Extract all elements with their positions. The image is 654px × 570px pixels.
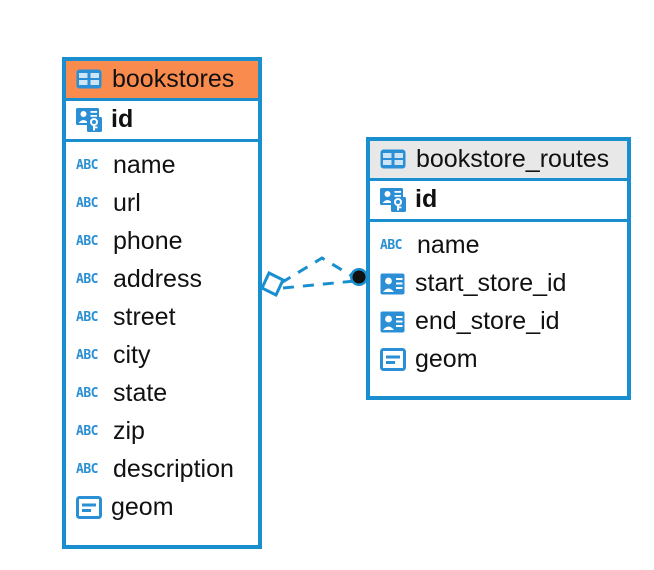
field-label: phone [113, 227, 183, 256]
field-list: ABC name ABC url ABC phone ABC [66, 141, 258, 534]
field-row-geom[interactable]: geom [66, 489, 258, 527]
entity-table-bookstores[interactable]: bookstores id [62, 57, 262, 549]
abc-icon: ABC [76, 157, 104, 175]
abc-icon: ABC [76, 309, 104, 327]
table-icon [76, 69, 102, 89]
field-label: end_store_id [415, 307, 560, 336]
entity-title: bookstores [112, 65, 235, 93]
field-label: zip [113, 417, 145, 446]
field-row-street[interactable]: ABC street [66, 299, 258, 337]
field-list: ABC name start_store_id [370, 221, 627, 386]
field-row-zip[interactable]: ABC zip [66, 413, 258, 451]
foreign-key-icon [380, 311, 406, 333]
field-row-url[interactable]: ABC url [66, 185, 258, 223]
relationship-line-lower [282, 279, 356, 290]
entity-header[interactable]: bookstores [66, 61, 258, 102]
abc-icon: ABC [76, 347, 104, 365]
abc-icon-text: ABC [76, 271, 98, 287]
field-row-end-store-id[interactable]: end_store_id [370, 303, 627, 341]
field-label: street [113, 303, 176, 332]
field-label: name [113, 151, 176, 180]
abc-icon-text: ABC [76, 195, 98, 211]
primary-key-label: id [111, 105, 134, 134]
field-row-city[interactable]: ABC city [66, 337, 258, 375]
abc-icon-text: ABC [380, 237, 402, 253]
field-label: city [113, 341, 151, 370]
abc-icon-text: ABC [76, 385, 98, 401]
field-label: name [417, 231, 480, 260]
entity-title: bookstore_routes [416, 145, 610, 173]
abc-icon-text: ABC [76, 461, 98, 477]
diamond-marker [260, 270, 285, 298]
abc-icon: ABC [76, 233, 104, 251]
primary-key-label: id [415, 185, 438, 214]
field-label: state [113, 379, 168, 408]
abc-icon-text: ABC [76, 157, 98, 173]
abc-icon: ABC [76, 385, 104, 403]
field-row-phone[interactable]: ABC phone [66, 223, 258, 261]
field-label: url [113, 189, 141, 218]
primary-key-row[interactable]: id [66, 101, 258, 142]
abc-icon-text: ABC [76, 423, 98, 439]
abc-icon: ABC [76, 271, 104, 289]
field-label: address [113, 265, 202, 294]
foreign-key-icon [380, 273, 406, 295]
entity-table-bookstore-routes[interactable]: bookstore_routes id [366, 137, 631, 400]
field-row-name[interactable]: ABC name [66, 147, 258, 185]
field-label: description [113, 455, 234, 484]
field-row-address[interactable]: ABC address [66, 261, 258, 299]
entity-header[interactable]: bookstore_routes [370, 141, 627, 182]
abc-icon: ABC [76, 195, 104, 213]
field-row-start-store-id[interactable]: start_store_id [370, 265, 627, 303]
relationship-line-upper [280, 256, 358, 285]
primary-key-icon [380, 186, 406, 213]
abc-icon-text: ABC [76, 309, 98, 325]
field-label: geom [111, 493, 174, 522]
geometry-icon [380, 348, 406, 371]
field-label: geom [415, 345, 478, 374]
field-row-state[interactable]: ABC state [66, 375, 258, 413]
abc-icon: ABC [76, 461, 104, 479]
abc-icon-text: ABC [76, 233, 98, 249]
field-label: start_store_id [415, 269, 567, 298]
abc-icon-text: ABC [76, 347, 98, 363]
field-row-geom[interactable]: geom [370, 341, 627, 379]
primary-key-icon [76, 106, 102, 133]
abc-icon: ABC [76, 423, 104, 441]
geometry-icon [76, 496, 102, 519]
field-row-description[interactable]: ABC description [66, 451, 258, 489]
primary-key-row[interactable]: id [370, 181, 627, 222]
table-icon [380, 149, 406, 169]
abc-icon: ABC [380, 237, 408, 255]
field-row-name[interactable]: ABC name [370, 227, 627, 265]
